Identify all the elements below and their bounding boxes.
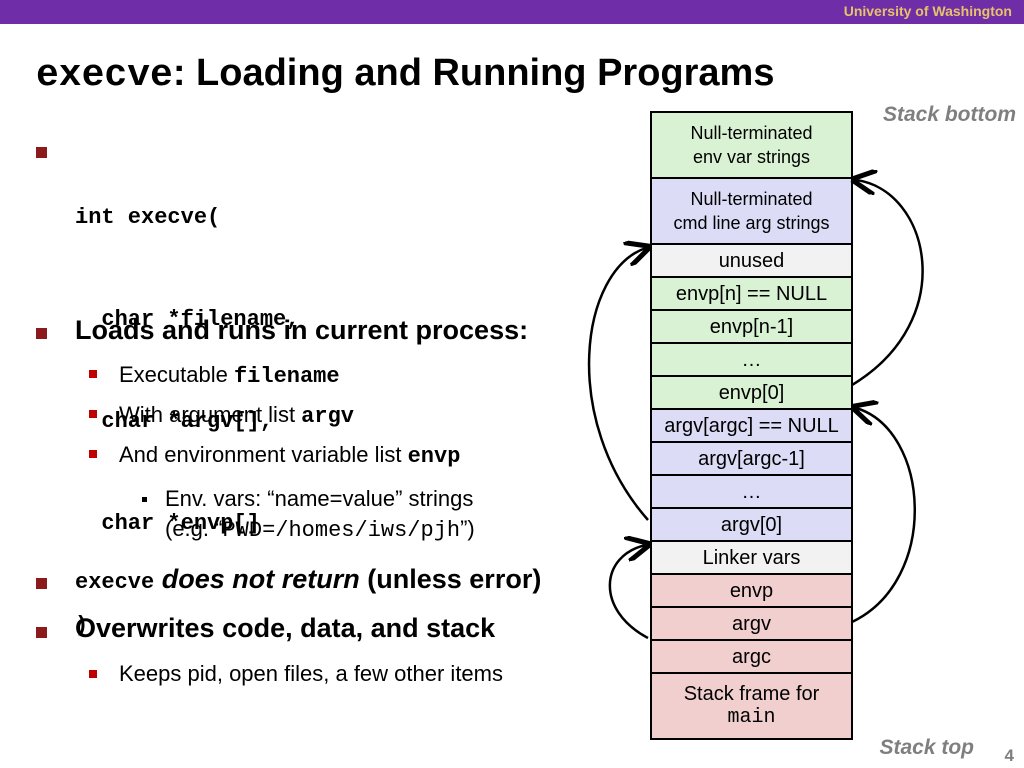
envp-item: And environment variable list envp [119, 442, 460, 469]
stack-cell-label: envp[0] [718, 381, 785, 404]
signature-line: char *envp[] [75, 511, 260, 536]
signature-line: char *argv[], [75, 409, 274, 434]
stack-cell: argc [650, 639, 853, 674]
overwrites-item: Overwrites code, data, and stack [75, 613, 496, 643]
title-code: execve [36, 54, 173, 97]
slide-title: execve: Loading and Running Programs [36, 52, 774, 97]
stack-cell-label: argv [732, 612, 771, 635]
keeps-item: Keeps pid, open files, a few other items [119, 661, 503, 686]
header-bar: University of Washington [0, 0, 1024, 24]
stack-cell-label: envp[n-1] [709, 315, 794, 338]
stack-cell: envp[n-1] [650, 309, 853, 344]
sub-bullet-marker [89, 370, 97, 378]
filename-code: filename [233, 364, 340, 389]
bullet-marker [36, 147, 47, 158]
noreturn-italic: does not return [161, 564, 360, 594]
stack-cell-label: … [741, 480, 762, 503]
envp-text: And environment variable list [119, 442, 408, 467]
sub-sub-bullet-marker [142, 497, 147, 502]
noreturn-code: execve [75, 570, 155, 595]
envvars-line: Env. vars: “name=value” strings [165, 486, 474, 511]
stack-cell: Null-terminated cmd line arg strings [650, 177, 853, 245]
stack-cell: argv[argc-1] [650, 441, 853, 476]
noreturn-rest: (unless error) [367, 564, 542, 594]
argv-item: With argument list argv [119, 402, 354, 429]
page-number: 4 [1004, 746, 1014, 765]
sub-bullet-marker [89, 410, 97, 418]
bullet-marker [36, 578, 47, 589]
argv-text: With argument list [119, 402, 302, 427]
stack-cell-label: Null-terminated env var strings [690, 123, 813, 167]
example-code: PWD=/homes/iws/pjh [222, 518, 461, 543]
stack-cell-label: argv[0] [720, 513, 783, 536]
signature-line: char *filename, [75, 307, 300, 332]
sub-bullet-marker [89, 670, 97, 678]
envvars-item: Env. vars: “name=value” strings (e.g. “P… [165, 484, 475, 546]
signature-line: ) [75, 613, 89, 638]
loads-heading: Loads and runs in current process: [75, 315, 529, 345]
title-text: : Loading and Running Programs [172, 52, 775, 94]
execve-signature: int execve( char *filename, char *argv[]… [75, 133, 299, 677]
stack-cell-label: unused [718, 249, 785, 272]
executable-text: Executable [119, 362, 234, 387]
university-label: University of Washington [843, 3, 1012, 19]
sub-bullet-marker [89, 450, 97, 458]
main-frame-code: main [727, 706, 776, 729]
bullet-marker [36, 328, 47, 339]
stack-top-label: Stack top [879, 736, 974, 759]
stack-cell: argv[argc] == NULL [650, 408, 853, 443]
stack-cell: argv [650, 606, 853, 641]
stack-cell-label: envp[n] == NULL [675, 282, 828, 305]
signature-line: int execve( [75, 205, 221, 230]
stack-cell-label: Null-terminated cmd line arg strings [673, 189, 830, 233]
envp-code: envp [407, 444, 461, 469]
example-suffix: ”) [460, 516, 475, 541]
arrow-envp0-to-env-strings [852, 180, 924, 387]
example-prefix: (e.g. “ [165, 516, 223, 541]
arrow-argv-to-argv0 [608, 545, 648, 640]
main-frame-text: Stack frame for [683, 683, 820, 705]
argv-code: argv [301, 404, 354, 429]
stack-cell: Null-terminated env var strings [650, 111, 853, 179]
stack-cell-main-frame: Stack frame for main [650, 672, 853, 740]
arrow-argv0-to-arg-strings [587, 248, 648, 521]
stack-cell-label: argv[argc-1] [698, 447, 805, 470]
stack-bottom-label: Stack bottom [882, 103, 1016, 126]
stack-cell-label: … [741, 348, 762, 371]
arrow-envp-to-envp0 [852, 408, 916, 624]
stack-cell-label: envp [729, 579, 774, 602]
stack-cell-label: argc [732, 645, 771, 668]
stack-cell-label: Linker vars [702, 546, 801, 569]
stack-cell-label: argv[argc] == NULL [664, 414, 839, 437]
envvars-example: (e.g. “PWD=/homes/iws/pjh”) [165, 514, 475, 546]
executable-item: Executable filename [119, 362, 340, 389]
bullet-marker [36, 627, 47, 638]
noreturn-item: execve does not return (unless error) [75, 564, 541, 595]
